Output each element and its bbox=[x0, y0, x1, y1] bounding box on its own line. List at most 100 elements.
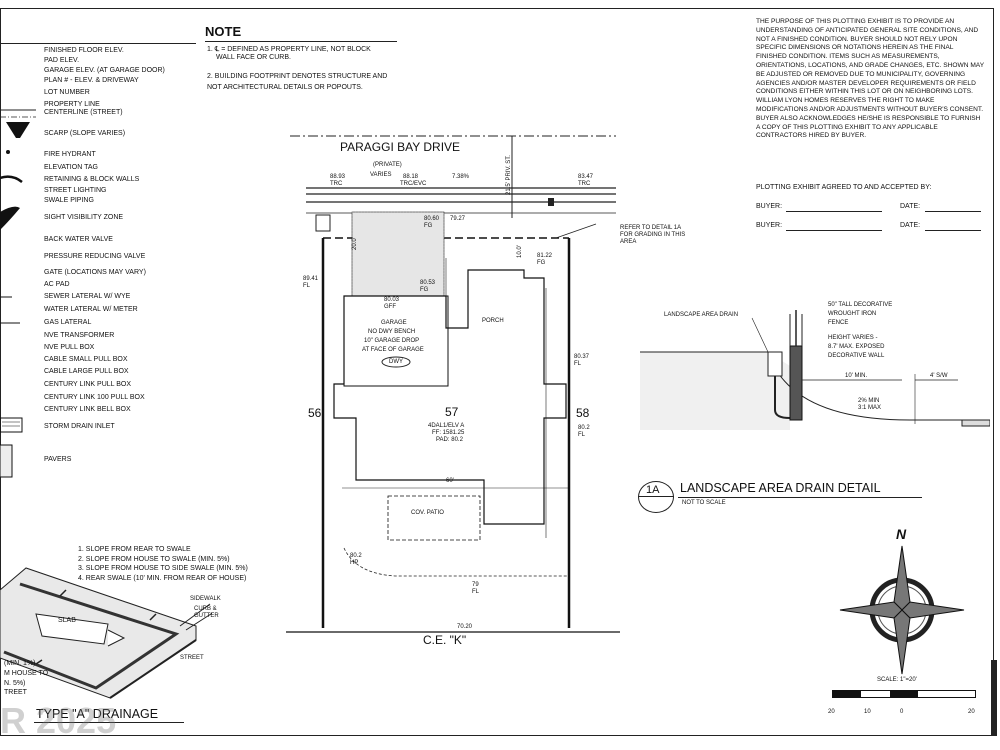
elev-label: 88.18 bbox=[403, 174, 419, 180]
varies-label: VARIES bbox=[370, 172, 392, 178]
elev-label: FL bbox=[574, 361, 582, 367]
legend-item: CENTURY LINK BELL BOX bbox=[44, 406, 131, 413]
utility-box bbox=[315, 214, 331, 232]
slab-outline bbox=[35, 613, 109, 645]
wall-label: HEIGHT VARIES - bbox=[828, 335, 878, 341]
legend-top-rule bbox=[0, 43, 196, 44]
elev-label: FL bbox=[578, 432, 586, 438]
ff-label: FF: 1581.25 bbox=[432, 430, 465, 436]
date-line[interactable] bbox=[925, 230, 981, 231]
patio-outline bbox=[387, 495, 481, 541]
legend-item: STORM DRAIN INLET bbox=[44, 423, 115, 430]
elev-label: 80.2 bbox=[578, 425, 590, 431]
drainage-note: 3. SLOPE FROM HOUSE TO SIDE SWALE (MIN. … bbox=[78, 565, 248, 572]
note-line: 2. BUILDING FOOTPRINT DENOTES STRUCTURE … bbox=[207, 73, 388, 80]
drainage-note: 2. SLOPE FROM HOUSE TO SWALE (MIN. 5%) bbox=[78, 556, 230, 563]
curb-label: CURB & bbox=[194, 606, 217, 612]
disclaimer-text: THE PURPOSE OF THIS PLOTTING EXHIBIT IS … bbox=[756, 18, 984, 140]
elev-label: 79.27 bbox=[450, 216, 466, 222]
street-label: STREET bbox=[180, 655, 204, 661]
detail-title-rule bbox=[678, 497, 922, 498]
detail-subtitle: NOT TO SCALE bbox=[682, 500, 726, 506]
elev-label: TRC bbox=[578, 181, 591, 187]
porch-label: PORCH bbox=[482, 318, 504, 324]
street-private: (PRIVATE) bbox=[373, 162, 402, 168]
retaining-wall-symbol bbox=[0, 175, 23, 184]
drain-box bbox=[767, 351, 783, 377]
scarp-symbol bbox=[6, 122, 30, 138]
agreement-heading: PLOTTING EXHIBIT AGREED TO AND ACCEPTED … bbox=[756, 184, 932, 191]
dim-label: 4' S/W bbox=[930, 373, 948, 379]
garage-label: GARAGE bbox=[381, 320, 407, 326]
legend-item: WATER LATERAL W/ METER bbox=[44, 306, 138, 313]
legend-item: PRESSURE REDUCING VALVE bbox=[44, 253, 146, 260]
wall-label: DECORATIVE WALL bbox=[828, 353, 885, 359]
drainage-note: 4. REAR SWALE (10' MIN. FROM REAR OF HOU… bbox=[78, 575, 247, 582]
legend-item: CENTURY LINK PULL BOX bbox=[44, 381, 132, 388]
drainage-callout: N. 5%) bbox=[4, 680, 26, 687]
site-plan bbox=[286, 135, 620, 633]
watermark: R 2025 bbox=[0, 700, 117, 741]
elev-label: HP bbox=[350, 560, 359, 566]
buyer-signature-line[interactable] bbox=[786, 211, 882, 212]
patio-label: COV. PATIO bbox=[411, 510, 444, 516]
legend-item: LOT NUMBER bbox=[44, 89, 90, 96]
legend-item: NVE TRANSFORMER bbox=[44, 332, 115, 339]
lot-number-left: 56 bbox=[308, 406, 322, 420]
sidewalk-section bbox=[961, 419, 990, 427]
slab-label: SLAB bbox=[58, 617, 76, 624]
legend-item: GARAGE ELEV. (AT GARAGE DOOR) bbox=[44, 67, 165, 74]
elev-label: 70.20 bbox=[457, 624, 473, 630]
slope-label: 7.38% bbox=[452, 174, 470, 180]
legend-item: PROPERTY LINE bbox=[44, 101, 100, 108]
elev-label: FL bbox=[303, 283, 311, 289]
date-line[interactable] bbox=[925, 211, 981, 212]
leader-line bbox=[555, 223, 597, 239]
dwy-label: DWY bbox=[389, 359, 403, 365]
leader-line bbox=[751, 317, 769, 353]
scale-tick: 20 bbox=[828, 709, 835, 715]
legend-item: CABLE LARGE PULL BOX bbox=[44, 368, 129, 375]
elev-label: TRC/EVC bbox=[400, 181, 427, 187]
legend-item: CABLE SMALL PULL BOX bbox=[44, 356, 128, 363]
elev-label: 80.60 bbox=[424, 216, 440, 222]
note-rule bbox=[205, 41, 397, 42]
elev-label: FG bbox=[420, 287, 429, 293]
row-label: 21.5' PRIV. ST. bbox=[506, 155, 512, 195]
scale-tick: 10 bbox=[864, 709, 871, 715]
elev-label: 81.22 bbox=[537, 253, 553, 259]
drawing-frame bbox=[0, 8, 994, 736]
curb-label: GUTTER bbox=[194, 613, 219, 619]
legend-item: BACK WATER VALVE bbox=[44, 236, 113, 243]
note-line: WALL FACE OR CURB. bbox=[216, 54, 291, 61]
legend-item: FINISHED FLOOR ELEV. bbox=[44, 47, 124, 54]
drainage-title: TYPE "A" DRAINAGE bbox=[36, 707, 159, 721]
sight-zone-symbol bbox=[0, 206, 20, 230]
lot-number: 57 bbox=[445, 405, 459, 419]
drainage-callout: (MIN. 1%) bbox=[4, 660, 36, 667]
fence-label: 50" TALL DECORATIVE bbox=[828, 302, 893, 308]
legend-item: NVE PULL BOX bbox=[44, 344, 95, 351]
garage-label: NO DWY BENCH bbox=[368, 329, 416, 335]
swale-line bbox=[343, 547, 568, 577]
legend-item: CENTURY LINK 100 PULL BOX bbox=[44, 394, 145, 401]
buyer-signature-line[interactable] bbox=[786, 230, 882, 231]
pad-label: PAD: 80.2 bbox=[436, 437, 463, 443]
legend-item: FIRE HYDRANT bbox=[44, 151, 96, 158]
elev-label: 80.03 bbox=[384, 297, 400, 303]
wall-label: 8.7' MAX. EXPOSED bbox=[828, 344, 885, 350]
elev-label: 88.93 bbox=[330, 174, 346, 180]
sidewalk-label: SIDEWALK bbox=[190, 596, 221, 602]
dim-label: 10.0' bbox=[517, 245, 523, 258]
legend-item: SWALE PIPING bbox=[44, 197, 94, 204]
detail-badge-circle bbox=[638, 481, 674, 513]
slope-label: 3:1 MAX bbox=[858, 405, 882, 411]
detail-badge: 1A bbox=[646, 484, 660, 496]
elev-label: 80.37 bbox=[574, 354, 590, 360]
note-line: 1. ℄ = DEFINED AS PROPERTY LINE, NOT BLO… bbox=[207, 46, 371, 53]
elev-label: 80.2 bbox=[350, 553, 362, 559]
elev-label: FL bbox=[472, 589, 480, 595]
date-label: DATE: bbox=[900, 203, 921, 210]
elev-label: 80.53 bbox=[420, 280, 436, 286]
north-arrow-icon bbox=[839, 545, 965, 675]
